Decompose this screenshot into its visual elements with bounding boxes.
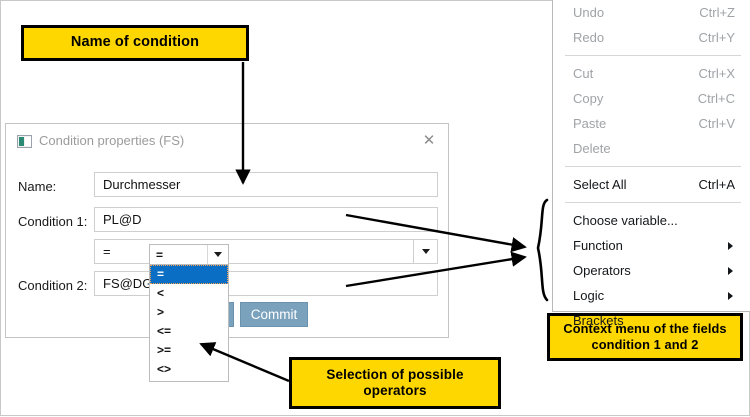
menu-item-label: Delete <box>573 141 611 156</box>
close-icon[interactable]: ✕ <box>422 131 436 149</box>
menu-item-label: Select All <box>573 177 627 192</box>
name-label: Name: <box>18 179 57 194</box>
menu-item-shortcut: Ctrl+A <box>698 177 735 192</box>
menu-item-undo[interactable]: Undo Ctrl+Z <box>553 0 750 25</box>
menu-item-delete[interactable]: Delete <box>553 136 750 161</box>
condition2-label: Condition 2: <box>18 278 88 293</box>
condition1-input[interactable]: PL@D <box>94 207 438 232</box>
menu-item-shortcut: Ctrl+X <box>698 66 735 81</box>
menu-item-label: Paste <box>573 116 607 131</box>
callout-context-menu: Context menu of the fields condition 1 a… <box>547 313 743 361</box>
menu-item-operators[interactable]: Operators <box>553 258 750 283</box>
callout-line-2: operators <box>363 383 427 398</box>
menu-item-brackets[interactable]: Brackets <box>553 308 750 333</box>
dropdown-option-not-equal[interactable]: <> <box>157 362 172 376</box>
operator-combobox[interactable]: = <box>94 239 438 264</box>
menu-item-choose-variable[interactable]: Choose variable... <box>553 208 750 233</box>
menu-item-label: Logic <box>573 288 605 303</box>
dialog-titlebar: Condition properties (FS) ✕ <box>6 124 448 158</box>
menu-item-paste[interactable]: Paste Ctrl+V <box>553 111 750 136</box>
menu-item-label: Choose variable... <box>573 213 678 228</box>
dropdown-option-greater-or-equal[interactable]: >= <box>157 343 172 357</box>
menu-separator <box>565 55 741 56</box>
menu-item-label: Redo <box>573 30 605 45</box>
menu-item-label: Brackets <box>573 313 624 328</box>
dropdown-option-equals[interactable]: = <box>150 265 228 284</box>
condition2-input[interactable]: FS@DG <box>94 271 438 296</box>
menu-item-function[interactable]: Function <box>553 233 750 258</box>
operator-dropdown-head[interactable]: = <box>149 244 229 265</box>
commit-button[interactable]: Commit <box>240 302 308 327</box>
menu-item-label: Operators <box>573 263 631 278</box>
callout-name-of-condition: Name of condition <box>21 25 249 61</box>
operator-dropdown-list[interactable]: = < > <= >= <> <box>149 265 229 382</box>
menu-item-select-all[interactable]: Select All Ctrl+A <box>553 172 750 197</box>
menu-item-logic[interactable]: Logic <box>553 283 750 308</box>
condition1-label: Condition 1: <box>18 214 88 229</box>
context-menu[interactable]: Undo Ctrl+Z Redo Ctrl+Y Cut Ctrl+X Copy … <box>552 0 750 328</box>
chevron-down-icon[interactable] <box>207 245 228 264</box>
menu-item-label: Function <box>573 238 623 253</box>
callout-selection-of-operators: Selection of possible operators <box>289 357 501 409</box>
menu-separator <box>565 202 741 203</box>
dropdown-option-less-or-equal[interactable]: <= <box>157 324 172 338</box>
menu-item-cut[interactable]: Cut Ctrl+X <box>553 61 750 86</box>
submenu-arrow-icon <box>728 241 733 250</box>
context-menu-brace <box>536 198 549 302</box>
name-input[interactable]: Durchmesser <box>94 172 438 197</box>
menu-item-shortcut: Ctrl+C <box>697 91 735 106</box>
operator-combobox-value: = <box>103 244 111 259</box>
menu-item-redo[interactable]: Redo Ctrl+Y <box>553 25 750 50</box>
submenu-arrow-icon <box>728 291 733 300</box>
menu-item-label: Copy <box>573 91 604 106</box>
callout-line-2: condition 1 and 2 <box>591 337 699 352</box>
dialog-title: Condition properties (FS) <box>39 133 185 148</box>
submenu-arrow-icon <box>728 266 733 275</box>
menu-item-label: Cut <box>573 66 594 81</box>
menu-separator <box>565 166 741 167</box>
operator-dropdown[interactable]: = = < > <= >= <> <box>149 244 229 382</box>
dropdown-option-greater-than[interactable]: > <box>157 305 165 319</box>
menu-item-shortcut: Ctrl+Z <box>699 5 735 20</box>
chevron-down-icon[interactable] <box>413 240 437 263</box>
menu-item-copy[interactable]: Copy Ctrl+C <box>553 86 750 111</box>
operator-dropdown-value: = <box>156 247 164 262</box>
menu-item-label: Undo <box>573 5 605 20</box>
menu-item-shortcut: Ctrl+V <box>698 116 735 131</box>
menu-item-shortcut: Ctrl+Y <box>698 30 735 45</box>
dropdown-option-less-than[interactable]: < <box>157 286 165 300</box>
window-properties-icon <box>17 135 32 148</box>
callout-line-1: Selection of possible <box>326 366 464 382</box>
callout-line-1: Context menu of the fields <box>563 321 727 337</box>
